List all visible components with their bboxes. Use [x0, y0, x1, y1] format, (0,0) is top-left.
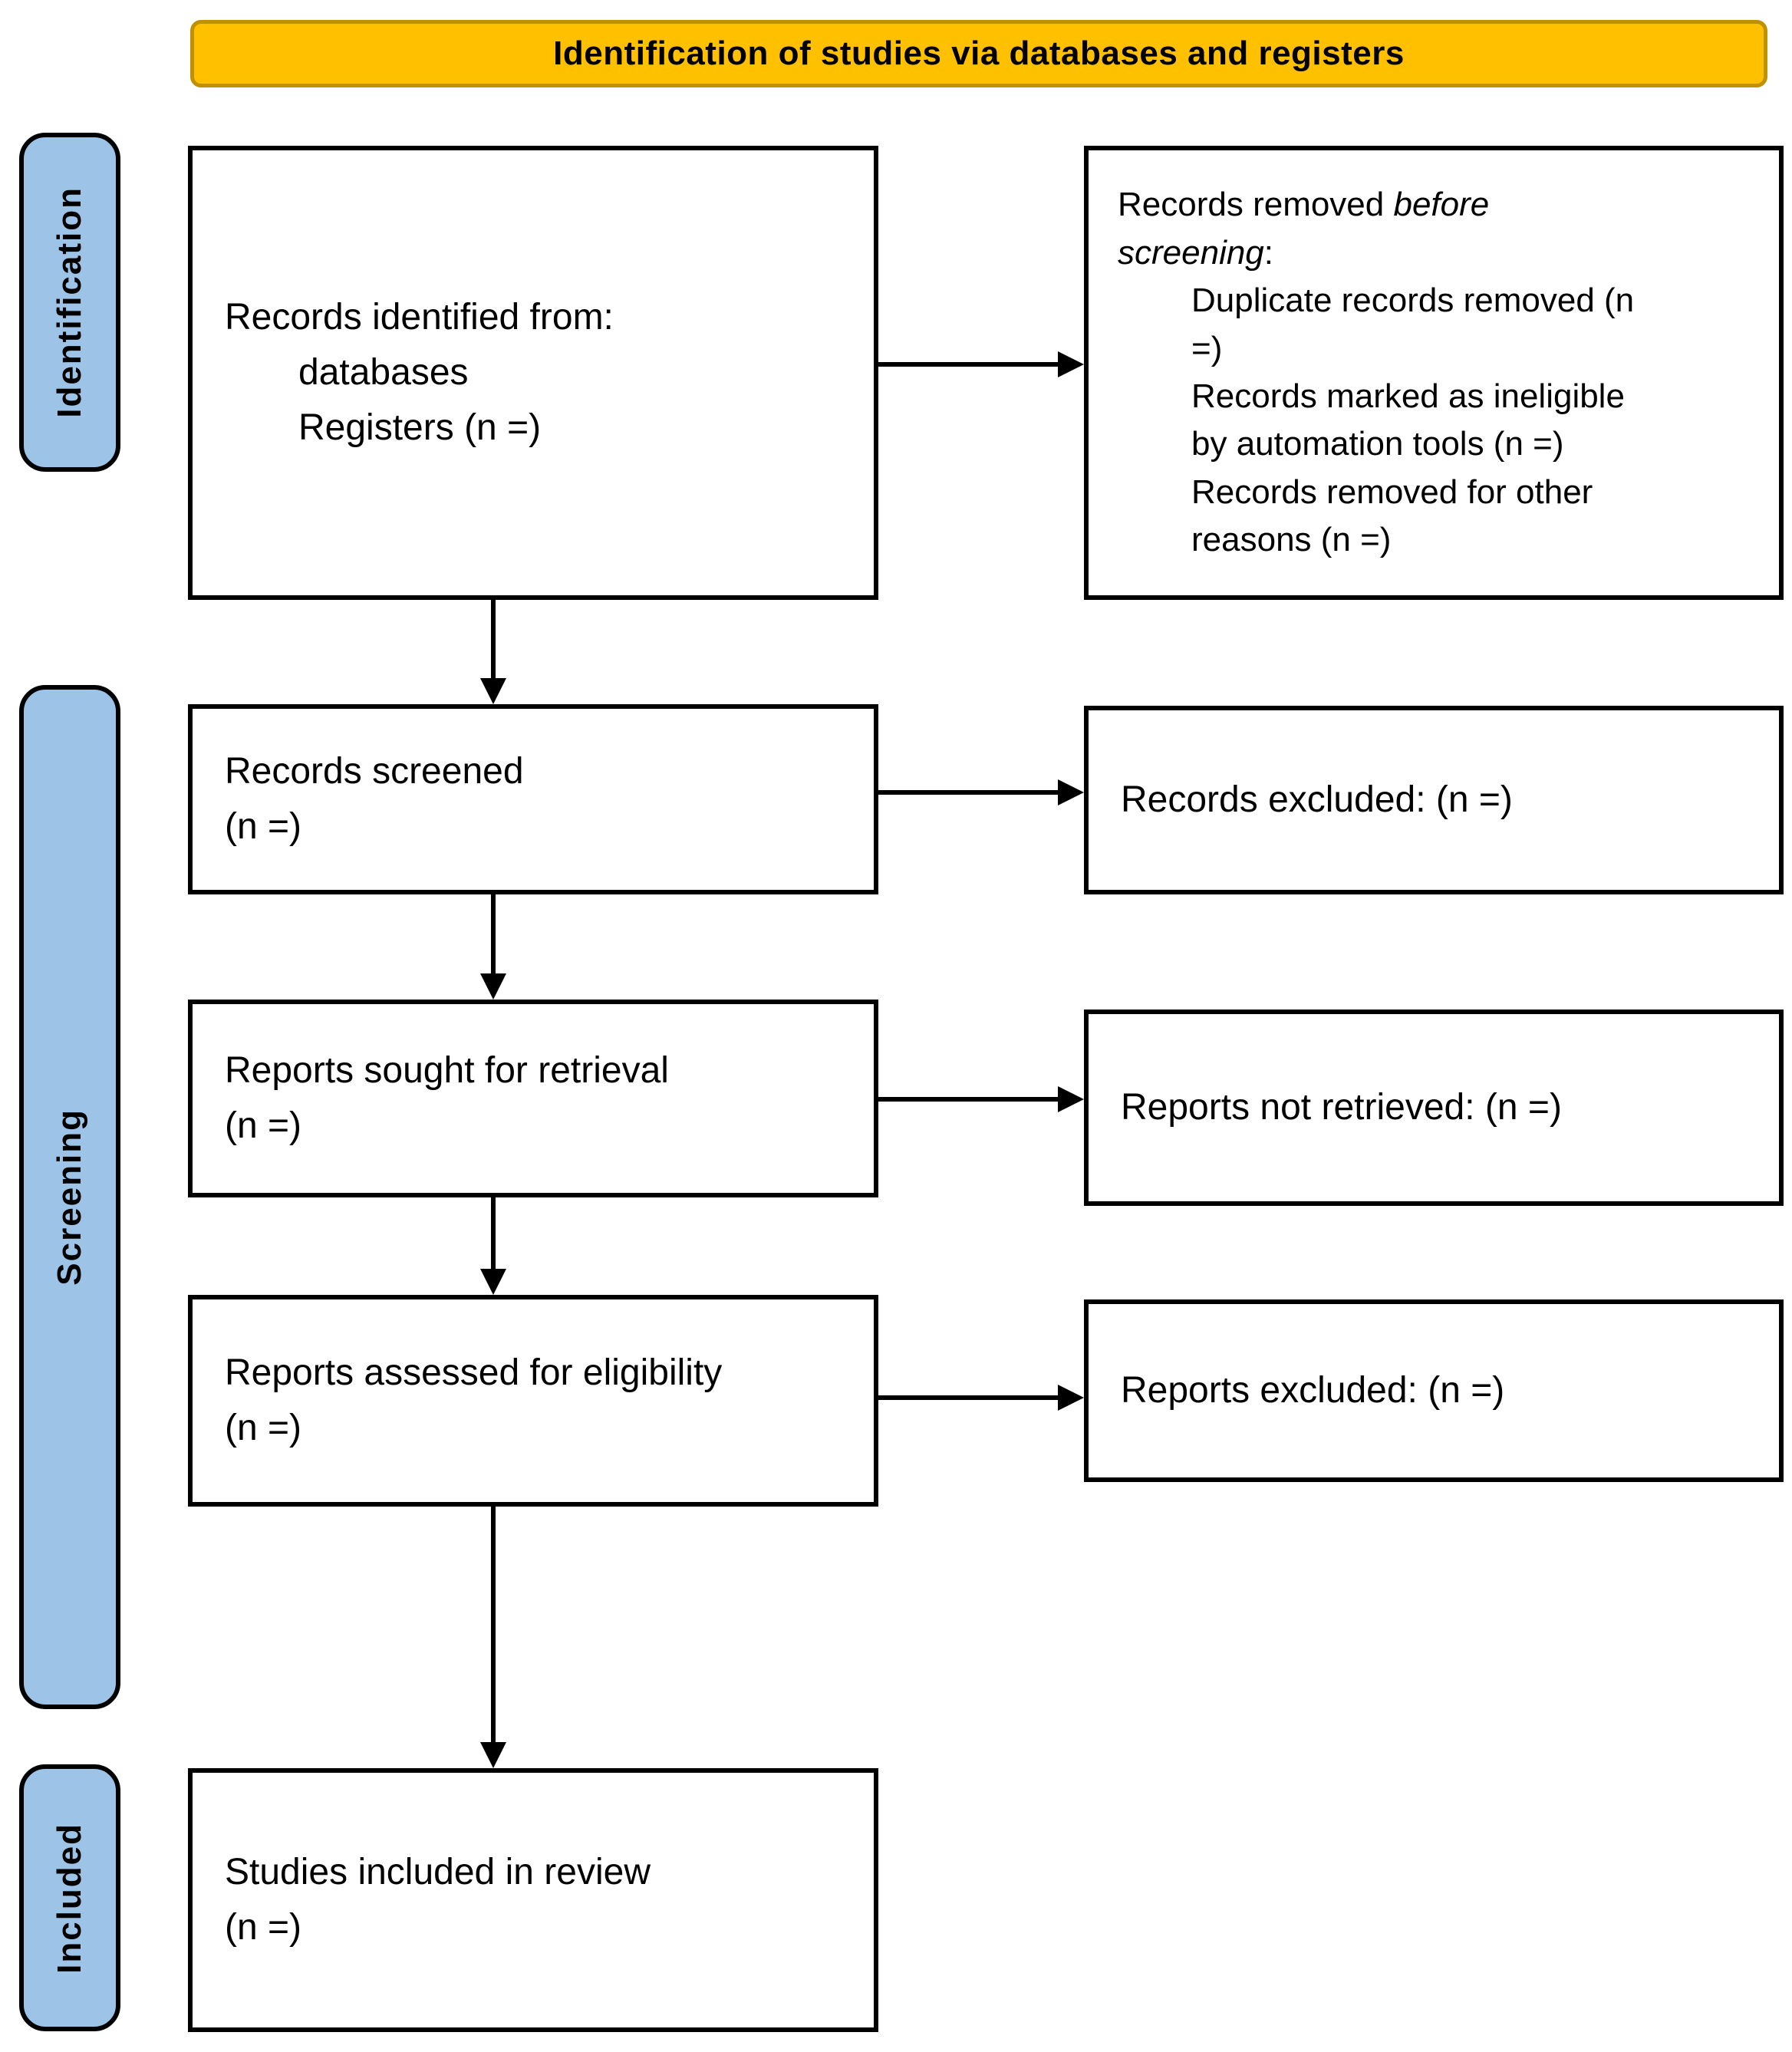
box-text-line: (n =) — [225, 1105, 302, 1146]
arrow-screened-to-sought — [480, 894, 506, 1000]
arrow-assessed-to-included — [480, 1507, 506, 1768]
box-text-line: Studies included in review — [225, 1852, 651, 1892]
box-text-line: databases — [298, 352, 469, 393]
box-text-line: Records removed for other — [1191, 473, 1593, 511]
box-text-line: =) — [1191, 329, 1223, 367]
box-text-line: Registers (n =) — [298, 407, 542, 448]
box-text-line: Records removed before — [1118, 186, 1490, 224]
box-text-line: screening: — [1118, 233, 1274, 272]
box-reports-assessed-for-eligibility: Reports assessed for eligibility (n =) — [188, 1295, 878, 1507]
box-text-line: reasons (n =) — [1191, 521, 1392, 559]
box-records-screened: Records screened (n =) — [188, 704, 878, 894]
box-reports-not-retrieved: Reports not retrieved: (n =) — [1084, 1010, 1784, 1206]
box-text-line: Records marked as ineligible — [1191, 377, 1625, 415]
arrow-sought-to-not-retrieved — [878, 1086, 1084, 1112]
stage-label-identification: Identification — [51, 186, 88, 418]
box-text-line: (n =) — [225, 1408, 302, 1448]
stage-bar-included: Included — [19, 1764, 120, 2031]
box-text-line: Records excluded: (n =) — [1121, 779, 1513, 820]
box-records-excluded: Records excluded: (n =) — [1084, 706, 1784, 894]
arrow-assessed-to-reports-excluded — [878, 1385, 1084, 1411]
arrow-identified-to-screened — [480, 600, 506, 704]
stage-label-included: Included — [51, 1822, 88, 1974]
box-text-line: by automation tools (n =) — [1191, 425, 1564, 463]
box-text-line: Records screened — [225, 751, 524, 792]
header-title: Identification of studies via databases … — [553, 35, 1405, 72]
header-banner: Identification of studies via databases … — [190, 20, 1767, 87]
box-text-line: (n =) — [225, 1907, 302, 1948]
arrow-screened-to-records-excluded — [878, 779, 1084, 805]
arrow-sought-to-assessed — [480, 1197, 506, 1295]
box-records-removed-before-screening: Records removed before screening: Duplicat… — [1084, 146, 1784, 600]
box-reports-sought-for-retrieval: Reports sought for retrieval (n =) — [188, 1000, 878, 1197]
box-reports-excluded: Reports excluded: (n =) — [1084, 1299, 1784, 1482]
box-text-line: Reports not retrieved: (n =) — [1121, 1087, 1562, 1128]
box-text-line: (n =) — [225, 806, 302, 847]
box-text-line: Reports sought for retrieval — [225, 1050, 669, 1091]
box-text-line: Records identified from: — [225, 297, 614, 338]
stage-bar-identification: Identification — [19, 133, 120, 472]
arrow-identified-to-removed — [878, 351, 1084, 377]
stage-bar-screening: Screening — [19, 685, 120, 1709]
box-studies-included-in-review: Studies included in review (n =) — [188, 1768, 878, 2032]
box-text-line: Reports excluded: (n =) — [1121, 1370, 1505, 1411]
box-text-line: Reports assessed for eligibility — [225, 1352, 723, 1393]
stage-label-screening: Screening — [51, 1108, 88, 1286]
box-text-line: Duplicate records removed (n — [1191, 282, 1635, 320]
